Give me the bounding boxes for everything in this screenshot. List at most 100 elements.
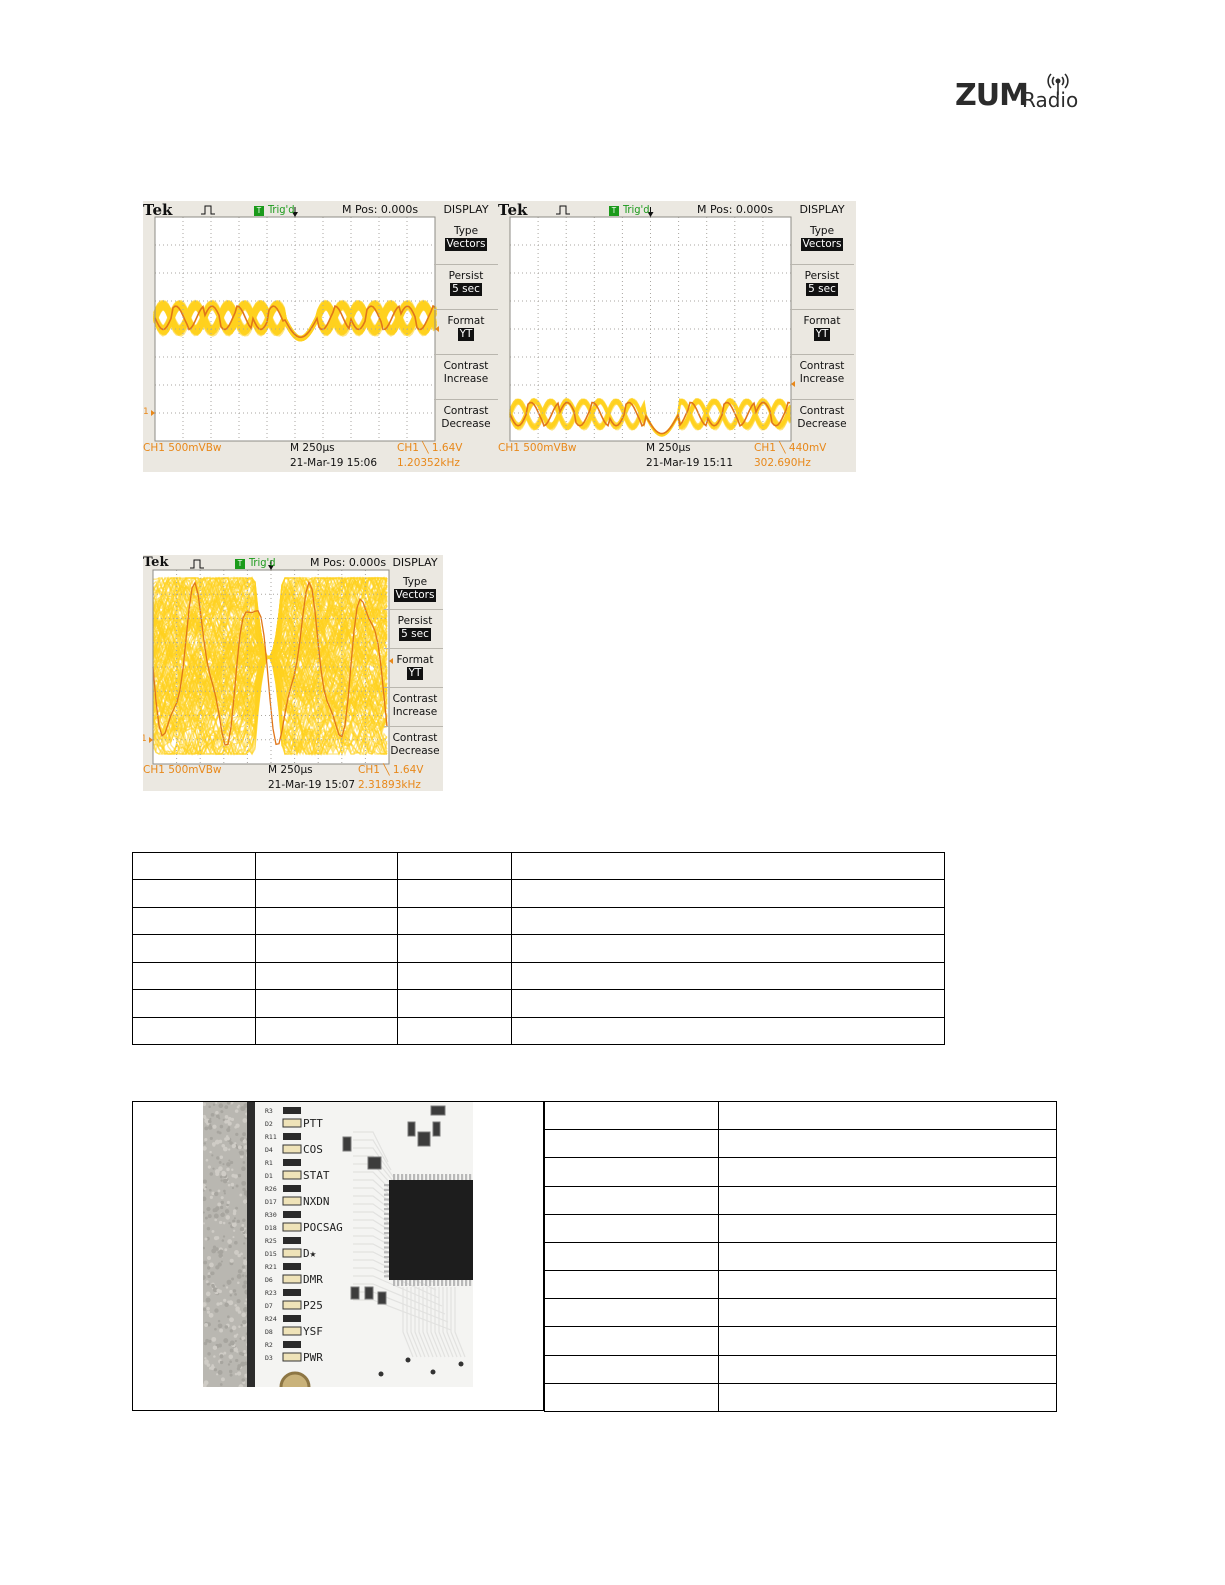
table-cell (544, 1185, 719, 1215)
trigger-status-text: Trig'd (249, 556, 276, 569)
led (282, 1274, 302, 1284)
table-cell (397, 851, 512, 881)
microcontroller-chip (389, 1180, 473, 1280)
menu-item-label: Type (402, 576, 428, 588)
led-ref: D1 (265, 1172, 273, 1180)
led-label: COS (303, 1143, 323, 1156)
table-cell (132, 1016, 256, 1045)
table-row (544, 1100, 1057, 1131)
table-cell (397, 989, 512, 1018)
empty-table-2 (544, 1100, 1057, 1412)
smd-component (377, 1291, 387, 1305)
main-position: M Pos: 0.000s (310, 556, 387, 569)
table-cell (255, 851, 398, 881)
led (282, 1300, 302, 1310)
resistor-ref: R11 (265, 1133, 277, 1141)
table-cell (718, 1241, 1057, 1272)
menu-separator (384, 609, 443, 610)
menu-item-label: Persist (448, 270, 484, 282)
table-cell (718, 1100, 1057, 1131)
table-cell (544, 1382, 719, 1412)
table-row (132, 851, 945, 881)
menu-item-value: YT (406, 667, 424, 680)
table-row (132, 906, 945, 936)
scope-graticule (151, 205, 439, 442)
table-cell (718, 1298, 1057, 1328)
table-cell (511, 961, 945, 991)
led-ref: D18 (265, 1224, 277, 1232)
waveform-traces (153, 299, 437, 342)
trigger-t-icon: T (254, 206, 264, 216)
menu-item-value: YT (457, 328, 475, 341)
led (282, 1352, 302, 1362)
resistor (283, 1263, 301, 1270)
led-label: P25 (303, 1299, 323, 1312)
resistor (283, 1237, 301, 1244)
table-row (132, 1016, 945, 1045)
menu-item-value: 5 sec (399, 628, 431, 641)
channel-ground-marker (149, 737, 153, 743)
channel-scale: CH1 500mVBw (143, 764, 222, 776)
channel-number: 1 (143, 407, 149, 417)
timebase: M 250µs (646, 442, 691, 454)
led (282, 1196, 302, 1206)
led-label: PWR (303, 1351, 323, 1364)
pulse-icon (201, 205, 215, 215)
timebase: M 250µs (290, 442, 335, 454)
channel-scale: CH1 500mVBw (498, 442, 577, 454)
menu-item-label: Format (447, 315, 485, 327)
table-cell (132, 879, 256, 908)
table-row (544, 1241, 1057, 1272)
menu-item-label: Format (803, 315, 841, 327)
led-label: DMR (303, 1273, 323, 1286)
tek-brand: Tek (498, 201, 528, 219)
table-cell (132, 989, 256, 1018)
menu-item-value: Vectors (444, 238, 488, 251)
resistor (283, 1289, 301, 1296)
scope-graticule (149, 559, 393, 765)
menu-item-value: Decrease (441, 418, 491, 430)
table-row (544, 1354, 1057, 1384)
led-ref: D17 (265, 1198, 277, 1206)
menu-item-value: Increase (443, 373, 489, 385)
table-cell (544, 1354, 719, 1384)
menu-item-label: Contrast (799, 405, 845, 417)
timestamp: 21-Mar-19 15:11 (646, 457, 734, 469)
menu-separator (790, 399, 854, 400)
menu-separator (434, 354, 498, 355)
table-cell (544, 1157, 719, 1187)
led (282, 1170, 302, 1180)
menu-item-value: Increase (799, 373, 845, 385)
tek-brand: Tek (143, 201, 173, 219)
resistor-ref: R3 (265, 1107, 273, 1115)
resistor-ref: R25 (265, 1237, 277, 1245)
resistor-ref: R30 (265, 1211, 277, 1219)
menu-separator (790, 309, 854, 310)
menu-separator (790, 264, 854, 265)
pulse-icon (190, 559, 204, 569)
menu-item-value: Vectors (393, 589, 437, 602)
led (282, 1144, 302, 1154)
resistor (283, 1341, 301, 1348)
table-row (544, 1298, 1057, 1328)
waveform-traces (152, 575, 388, 757)
table-row (132, 879, 945, 908)
led-ref: D4 (265, 1146, 273, 1154)
menu-item-label: Contrast (443, 360, 489, 372)
menu-item-value: Vectors (800, 238, 844, 251)
timestamp: 21-Mar-19 15:06 (290, 457, 378, 469)
table-row (544, 1326, 1057, 1356)
resistor-ref: R21 (265, 1263, 277, 1271)
table-cell (544, 1241, 719, 1272)
